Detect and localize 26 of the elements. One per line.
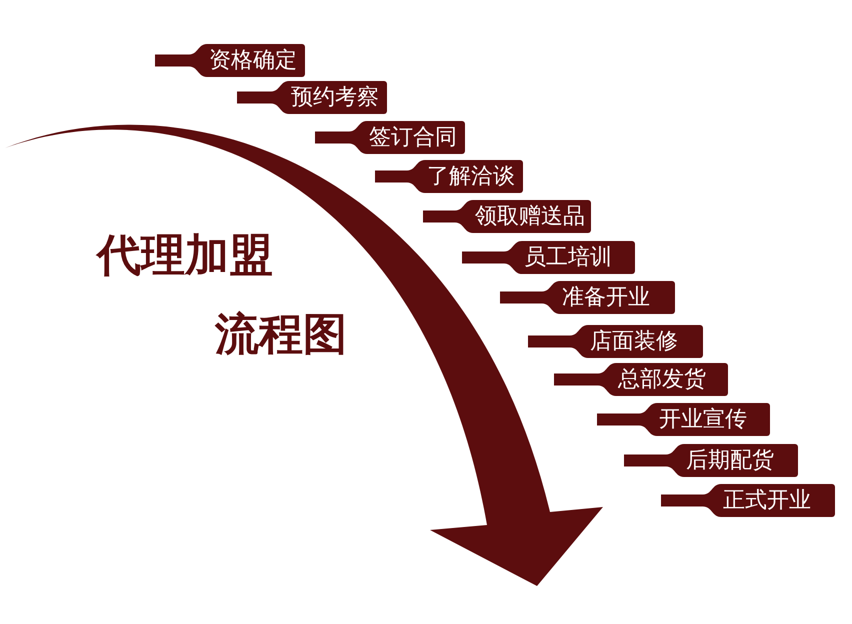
step-label: 预约考察: [291, 84, 379, 112]
bottle-tag: [661, 484, 835, 517]
step-label: 后期配货: [686, 447, 774, 475]
step-label: 资格确定: [209, 47, 297, 75]
bottle-tag: [500, 281, 675, 314]
step-label: 了解洽谈: [427, 163, 515, 191]
step-label: 总部发货: [618, 366, 706, 394]
step-label: 领取赠送品: [475, 203, 585, 231]
step-label: 店面装修: [590, 328, 678, 356]
bottle-tag: [597, 403, 770, 436]
bottle-tag: [375, 160, 523, 193]
bottle-tag: [462, 241, 635, 274]
step-label: 开业宣传: [659, 406, 747, 434]
step-label: 员工培训: [524, 244, 612, 272]
bottle-tag: [155, 44, 305, 77]
bottle-tag: [423, 200, 589, 233]
bottle-tag: [528, 325, 703, 358]
step-label: 签订合同: [369, 124, 457, 152]
bottle-tag: [554, 363, 728, 396]
heading-text: 流程图: [215, 313, 347, 357]
bottle-tag: [237, 81, 387, 114]
step-label: 准备开业: [562, 284, 650, 312]
step-label: 正式开业: [723, 487, 811, 515]
bottle-tag: [315, 121, 465, 154]
bottle-tag: [624, 444, 798, 477]
heading-text: 代理加盟: [97, 234, 273, 278]
